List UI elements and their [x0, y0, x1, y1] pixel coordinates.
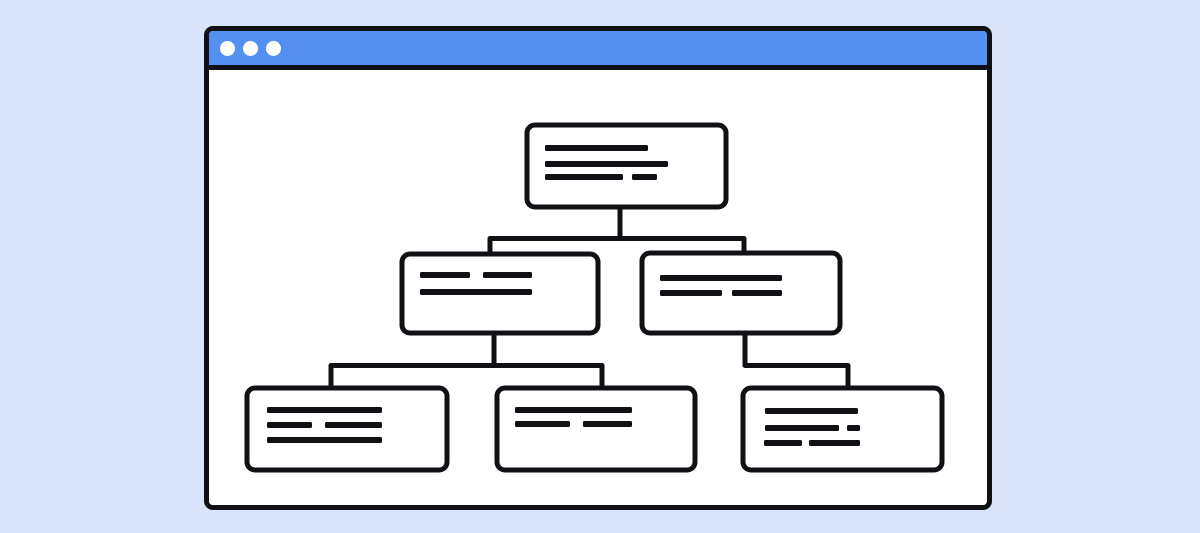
- placeholder-text-bar: [483, 272, 532, 278]
- edge-child-left-to-grandchildren: [328, 330, 605, 391]
- placeholder-text-bar: [515, 421, 570, 427]
- placeholder-text-bar: [765, 425, 839, 431]
- placeholder-text-bar: [545, 161, 668, 167]
- edge-child-right-to-grandchild: [742, 330, 851, 391]
- titlebar-dots: [220, 40, 281, 56]
- placeholder-text-bar: [545, 145, 648, 151]
- browser-titlebar: [209, 31, 987, 70]
- placeholder-text-bar: [847, 425, 860, 431]
- node-grandchild-middle[interactable]: [494, 385, 698, 473]
- edge-root-to-children: [487, 204, 747, 257]
- placeholder-text-bar: [420, 272, 470, 278]
- node-child-right[interactable]: [639, 250, 843, 336]
- placeholder-text-bar: [420, 289, 532, 295]
- placeholder-text-bar: [660, 290, 722, 296]
- window-dot-2[interactable]: [243, 40, 258, 56]
- node-box-grandchild-middle[interactable]: [494, 385, 698, 473]
- placeholder-text-bar: [267, 422, 312, 428]
- placeholder-text-bar: [660, 275, 782, 281]
- node-grandchild-right[interactable]: [740, 385, 945, 473]
- placeholder-text-bar: [809, 440, 860, 446]
- placeholder-text-bar: [632, 174, 657, 180]
- node-child-left[interactable]: [399, 251, 601, 336]
- node-grandchild-left[interactable]: [244, 385, 450, 473]
- placeholder-text-bar: [765, 408, 858, 414]
- placeholder-text-bar: [267, 407, 382, 413]
- placeholder-text-bar: [267, 437, 382, 443]
- placeholder-text-bar: [764, 440, 802, 446]
- placeholder-text-bar: [732, 290, 782, 296]
- window-dot-3[interactable]: [266, 40, 281, 56]
- placeholder-text-bar: [325, 422, 382, 428]
- window-dot-1[interactable]: [220, 40, 235, 56]
- node-root[interactable]: [524, 122, 729, 210]
- placeholder-text-bar: [545, 174, 623, 180]
- node-box-grandchild-left[interactable]: [244, 385, 450, 473]
- placeholder-text-bar: [583, 421, 632, 427]
- placeholder-text-bar: [515, 407, 632, 413]
